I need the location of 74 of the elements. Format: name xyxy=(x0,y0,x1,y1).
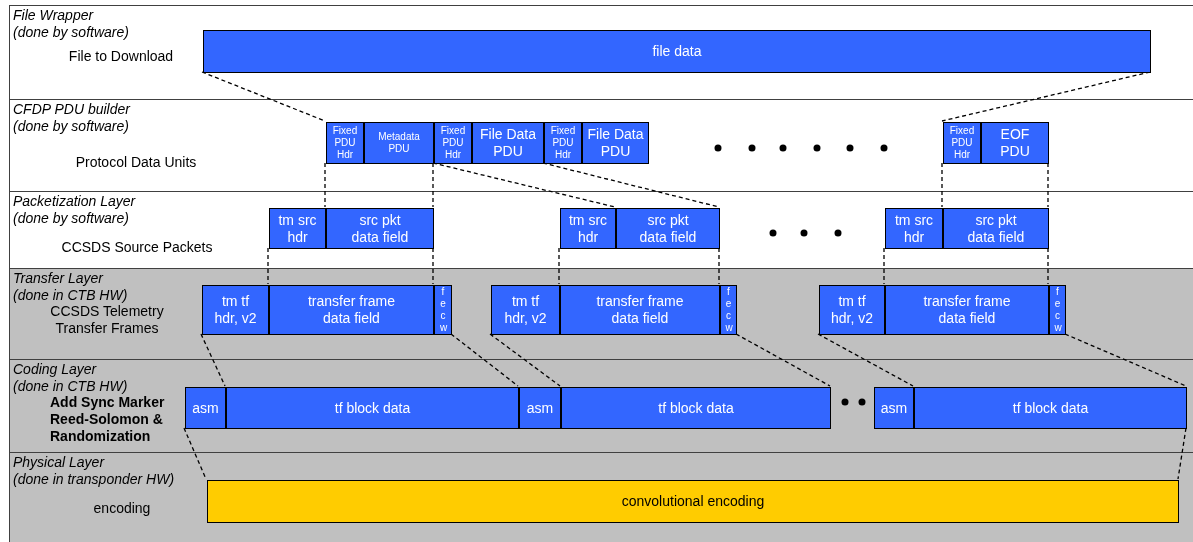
layer-description: encoding xyxy=(92,500,152,517)
dashed-connector xyxy=(432,162,434,208)
layer-band xyxy=(9,359,1193,452)
layer-band xyxy=(9,268,1193,359)
data-block: transfer frame data field xyxy=(560,285,720,335)
dashed-connector xyxy=(941,162,943,208)
layer-heading: (done by software) xyxy=(13,24,129,41)
layer-heading: Packetization Layer xyxy=(13,193,136,210)
layer-band xyxy=(9,5,1193,99)
data-block: tm src hdr xyxy=(560,208,616,249)
data-block: f e c w xyxy=(434,285,452,335)
layer-band xyxy=(9,191,1193,268)
data-block: asm xyxy=(519,387,561,429)
data-block: transfer frame data field xyxy=(885,285,1049,335)
data-block: tm src hdr xyxy=(269,208,326,249)
dashed-connector xyxy=(324,162,326,208)
layer-heading: (done by software) xyxy=(13,118,130,135)
dashed-connector xyxy=(883,247,885,285)
layer-heading: Physical Layer xyxy=(13,454,106,471)
encoding-block: convolutional encoding xyxy=(207,480,1179,523)
layer-heading: (done in CTB HW) xyxy=(13,378,128,395)
data-block: tm tf hdr, v2 xyxy=(202,285,269,335)
data-block: Fixed PDU Hdr xyxy=(943,122,981,164)
data-block: asm xyxy=(185,387,226,429)
dashed-connector xyxy=(489,333,561,387)
layer-description: CCSDS Telemetry Transfer Frames xyxy=(49,303,165,337)
data-block: transfer frame data field xyxy=(269,285,434,335)
data-block: Fixed PDU Hdr xyxy=(326,122,364,164)
layer-heading: File Wrapper xyxy=(13,7,95,24)
data-block: f e c w xyxy=(720,285,737,335)
layer-description: Add Sync Marker Reed-Solomon & Randomization xyxy=(50,394,166,445)
data-block: tf block data xyxy=(561,387,831,429)
dashed-connector xyxy=(1064,333,1187,387)
data-block: tf block data xyxy=(226,387,519,429)
dashed-connector xyxy=(432,247,434,285)
dashed-connector xyxy=(1047,162,1049,208)
data-block: asm xyxy=(874,387,914,429)
data-block: src pkt data field xyxy=(943,208,1049,249)
data-block: src pkt data field xyxy=(326,208,434,249)
data-block: Fixed PDU Hdr xyxy=(544,122,582,164)
data-block: tm tf hdr, v2 xyxy=(819,285,885,335)
data-block: Metadata PDU xyxy=(364,122,434,164)
data-block: file data xyxy=(203,30,1151,73)
dashed-connector xyxy=(200,333,226,387)
layer-heading: CFDP PDU builder xyxy=(13,101,130,118)
data-block: tf block data xyxy=(914,387,1187,429)
data-block: tm tf hdr, v2 xyxy=(491,285,560,335)
layer-heading: Transfer Layer xyxy=(13,270,105,287)
layer-heading: (done by software) xyxy=(13,210,130,227)
layer-description: CCSDS Source Packets xyxy=(60,239,214,256)
data-block: File Data PDU xyxy=(582,122,649,164)
layer-heading: (done in CTB HW) xyxy=(13,287,128,304)
data-block: Fixed PDU Hdr xyxy=(434,122,472,164)
dashed-connector xyxy=(201,71,326,122)
data-block: File Data PDU xyxy=(472,122,544,164)
dashed-connector xyxy=(267,247,269,285)
dashed-connector xyxy=(1047,247,1049,285)
dashed-connector xyxy=(817,333,914,387)
dashed-connector xyxy=(450,333,519,387)
layer-heading: (done in transponder HW) xyxy=(13,471,175,488)
data-block: f e c w xyxy=(1049,285,1066,335)
data-block: EOF PDU xyxy=(981,122,1049,164)
dashed-connector xyxy=(735,333,831,387)
data-block: src pkt data field xyxy=(616,208,720,249)
layer-band xyxy=(9,99,1193,191)
layer-band xyxy=(9,452,1193,542)
data-block: tm src hdr xyxy=(885,208,943,249)
dashed-connector xyxy=(558,247,560,285)
layer-description: File to Download xyxy=(67,48,175,65)
dashed-connector xyxy=(1177,427,1187,480)
layer-heading: Coding Layer xyxy=(13,361,98,378)
dashed-connector xyxy=(718,247,720,285)
dashed-connector xyxy=(183,427,207,480)
layer-description: Protocol Data Units xyxy=(74,154,198,171)
